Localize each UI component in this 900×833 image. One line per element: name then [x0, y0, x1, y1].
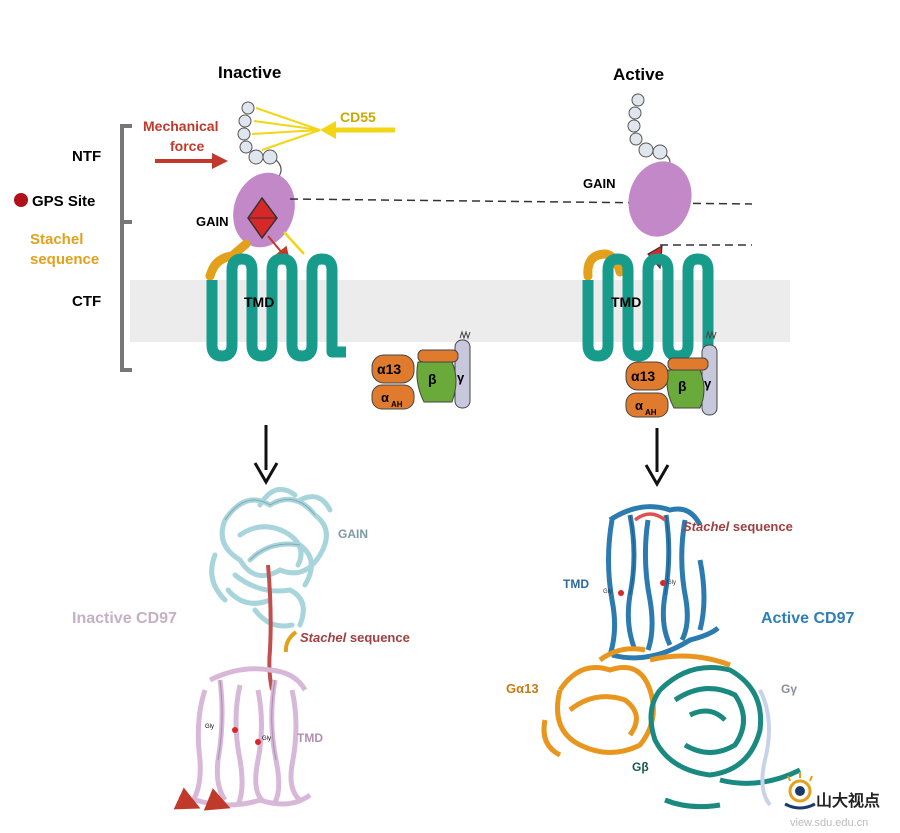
svg-text:α: α [635, 398, 643, 413]
inactive-tmd-outline [217, 679, 277, 761]
active-galpha13-structure [541, 646, 731, 758]
inactive-stachel-label: Stachel sequence [300, 630, 410, 645]
gps-site-label: GPS Site [32, 193, 95, 210]
tmd-label-active: TMD [611, 294, 641, 310]
svg-text:AH: AH [645, 408, 657, 417]
active-gbeta-structure [648, 665, 802, 810]
domain-bracket [120, 124, 132, 372]
svg-text:α: α [381, 390, 389, 405]
gain-label-inactive: GAIN [196, 214, 229, 229]
cd55-label: CD55 [340, 109, 376, 125]
inactive-cd97-label: Inactive CD97 [72, 610, 177, 627]
watermark-logo [784, 772, 816, 810]
inactive-gain-outline [224, 498, 316, 561]
active-tmd-outline [629, 514, 670, 596]
svg-text:β: β [428, 371, 437, 387]
svg-text:α13: α13 [631, 368, 655, 384]
active-title: Active [613, 65, 664, 84]
svg-text:γ: γ [457, 370, 465, 385]
cd55-binding-lines [251, 107, 321, 151]
stachel-label-line2: sequence [30, 251, 99, 268]
active-stachel-label: Stachel sequence [683, 519, 793, 534]
svg-text:β: β [678, 378, 687, 394]
galpha13-label: Gα13 [506, 681, 539, 696]
tmd-helices-active [582, 253, 716, 362]
ntf-beads-inactive [237, 101, 278, 165]
mechanical-force-line1: Mechanical [143, 118, 218, 134]
ctf-label: CTF [72, 293, 101, 310]
g-protein-active: γ β α13 α AH [625, 330, 718, 418]
stachel-sequence-inactive [205, 239, 251, 281]
membrane-band-inactive [130, 280, 790, 342]
ntf-label: NTF [72, 148, 101, 165]
inactive-tmd-struct-label: TMD [297, 731, 323, 745]
gly-label-active-b: Gly [667, 580, 676, 586]
gbeta-label: Gβ [632, 760, 649, 774]
g-protein-inactive: γ β α13 α AH [371, 330, 471, 410]
tmd-label-inactive: TMD [244, 294, 274, 310]
inactive-tmd-structure [187, 666, 312, 808]
gain-label-active: GAIN [583, 176, 616, 191]
ggamma-label: Gγ [781, 682, 797, 696]
active-ggamma-structure [758, 689, 772, 807]
ntf-beads-active [627, 93, 668, 160]
gain-domain-active [628, 161, 692, 237]
inactive-title: Inactive [218, 63, 281, 82]
watermark-url: view.sdu.edu.cn [790, 817, 868, 829]
gps-site-dot [14, 193, 28, 207]
inactive-stachel-red [266, 564, 274, 691]
svg-text:γ: γ [704, 376, 712, 391]
inactive-structure-gain: GAIN [338, 527, 368, 541]
gly-label-active-a: Gly [603, 589, 612, 595]
tmd-helices-inactive [206, 253, 346, 362]
active-cd97-label: Active CD97 [761, 610, 854, 627]
svg-text:α13: α13 [377, 361, 401, 377]
stachel-label-line1: Stachel [30, 231, 83, 248]
active-stachel-red [633, 512, 667, 522]
mechanical-force-line2: force [170, 138, 204, 154]
gly-label-inactive-b: Gly [262, 736, 271, 742]
gly-label-inactive-a: Gly [205, 724, 214, 730]
svg-text:AH: AH [391, 400, 403, 409]
watermark-name: 山大视点 [816, 791, 880, 810]
active-tmd-struct-label: TMD [563, 577, 589, 591]
